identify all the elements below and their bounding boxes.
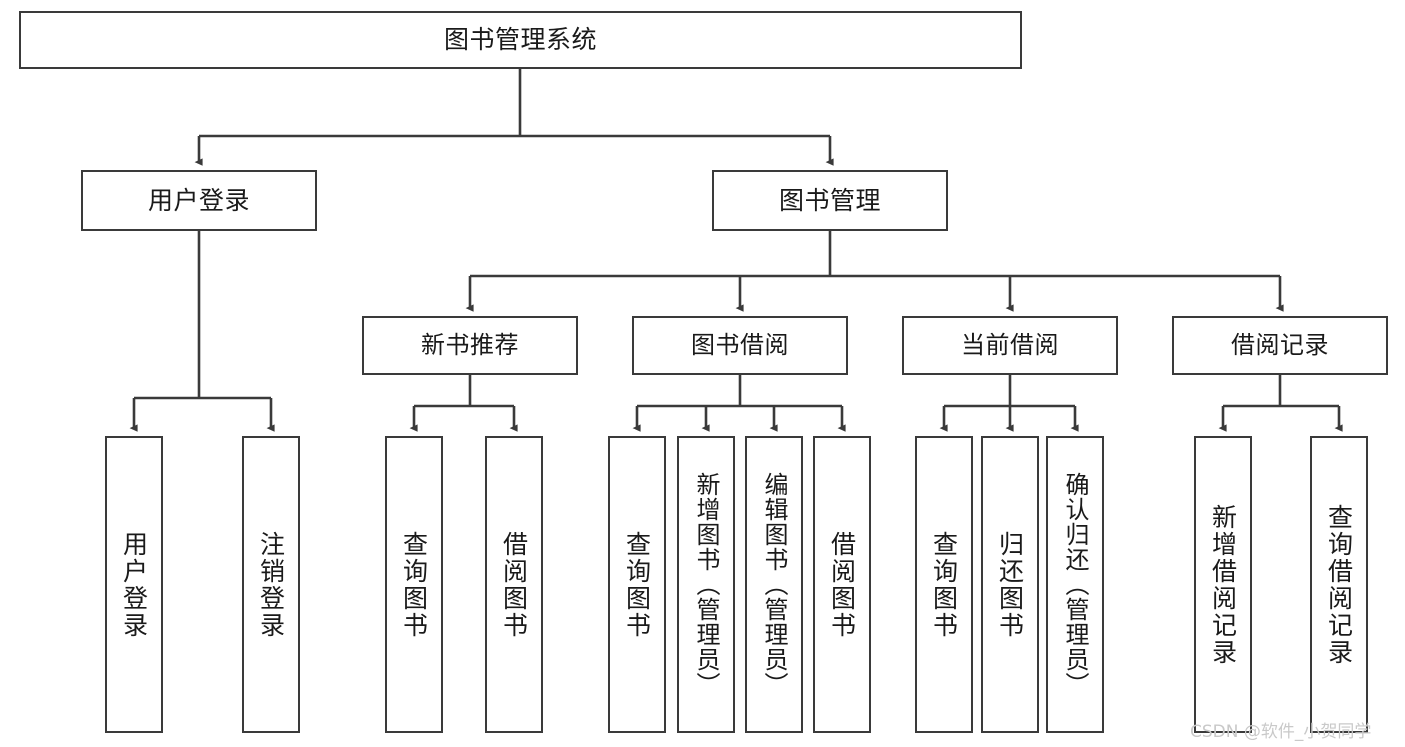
node-label: 新增图书（管理员） xyxy=(692,472,720,697)
node-book-borrow[interactable]: 图书借阅 xyxy=(632,316,848,375)
node-book-management[interactable]: 图书管理 xyxy=(712,170,948,231)
leaf-query-books-borrow[interactable]: 查询图书 xyxy=(608,436,666,733)
node-label: 查询图书 xyxy=(622,530,652,639)
csdn-watermark: CSDN @软件_小贺同学 xyxy=(1190,722,1372,742)
leaf-confirm-return-admin[interactable]: 确认归还（管理员） xyxy=(1046,436,1104,733)
node-label: 图书借阅 xyxy=(691,331,789,360)
node-borrow-records[interactable]: 借阅记录 xyxy=(1172,316,1388,375)
leaf-borrow-books[interactable]: 借阅图书 xyxy=(813,436,871,733)
node-label: 借阅图书 xyxy=(827,530,857,639)
node-new-book-recommend[interactable]: 新书推荐 xyxy=(362,316,578,375)
node-label: 查询借阅记录 xyxy=(1324,503,1354,666)
leaf-add-borrow-record[interactable]: 新增借阅记录 xyxy=(1194,436,1252,733)
leaf-logout[interactable]: 注销登录 xyxy=(242,436,300,733)
leaf-query-borrow-record[interactable]: 查询借阅记录 xyxy=(1310,436,1368,733)
node-label: 查询图书 xyxy=(929,530,959,639)
node-label: 图书管理 xyxy=(778,185,881,215)
leaf-return-books[interactable]: 归还图书 xyxy=(981,436,1039,733)
node-root-system[interactable]: 图书管理系统 xyxy=(19,11,1022,69)
node-label: 确认归还（管理员） xyxy=(1061,472,1089,697)
node-label: 新增借阅记录 xyxy=(1208,503,1238,666)
leaf-edit-book-admin[interactable]: 编辑图书（管理员） xyxy=(745,436,803,733)
leaf-query-books-current[interactable]: 查询图书 xyxy=(915,436,973,733)
node-label: 编辑图书（管理员） xyxy=(760,472,788,697)
node-user-login[interactable]: 用户登录 xyxy=(81,170,317,231)
node-label: 注销登录 xyxy=(256,530,286,639)
node-label: 借阅记录 xyxy=(1231,331,1329,360)
node-label: 归还图书 xyxy=(995,530,1025,639)
node-label: 用户登录 xyxy=(147,185,250,215)
node-label: 用户登录 xyxy=(119,530,149,639)
leaf-user-login[interactable]: 用户登录 xyxy=(105,436,163,733)
node-label: 新书推荐 xyxy=(421,331,519,360)
leaf-query-books-recommend[interactable]: 查询图书 xyxy=(385,436,443,733)
leaf-add-book-admin[interactable]: 新增图书（管理员） xyxy=(677,436,735,733)
node-label: 当前借阅 xyxy=(961,331,1059,360)
node-label: 借阅图书 xyxy=(499,530,529,639)
node-label: 图书管理系统 xyxy=(443,25,597,55)
node-current-borrow[interactable]: 当前借阅 xyxy=(902,316,1118,375)
leaf-borrow-books-recommend[interactable]: 借阅图书 xyxy=(485,436,543,733)
node-label: 查询图书 xyxy=(399,530,429,639)
